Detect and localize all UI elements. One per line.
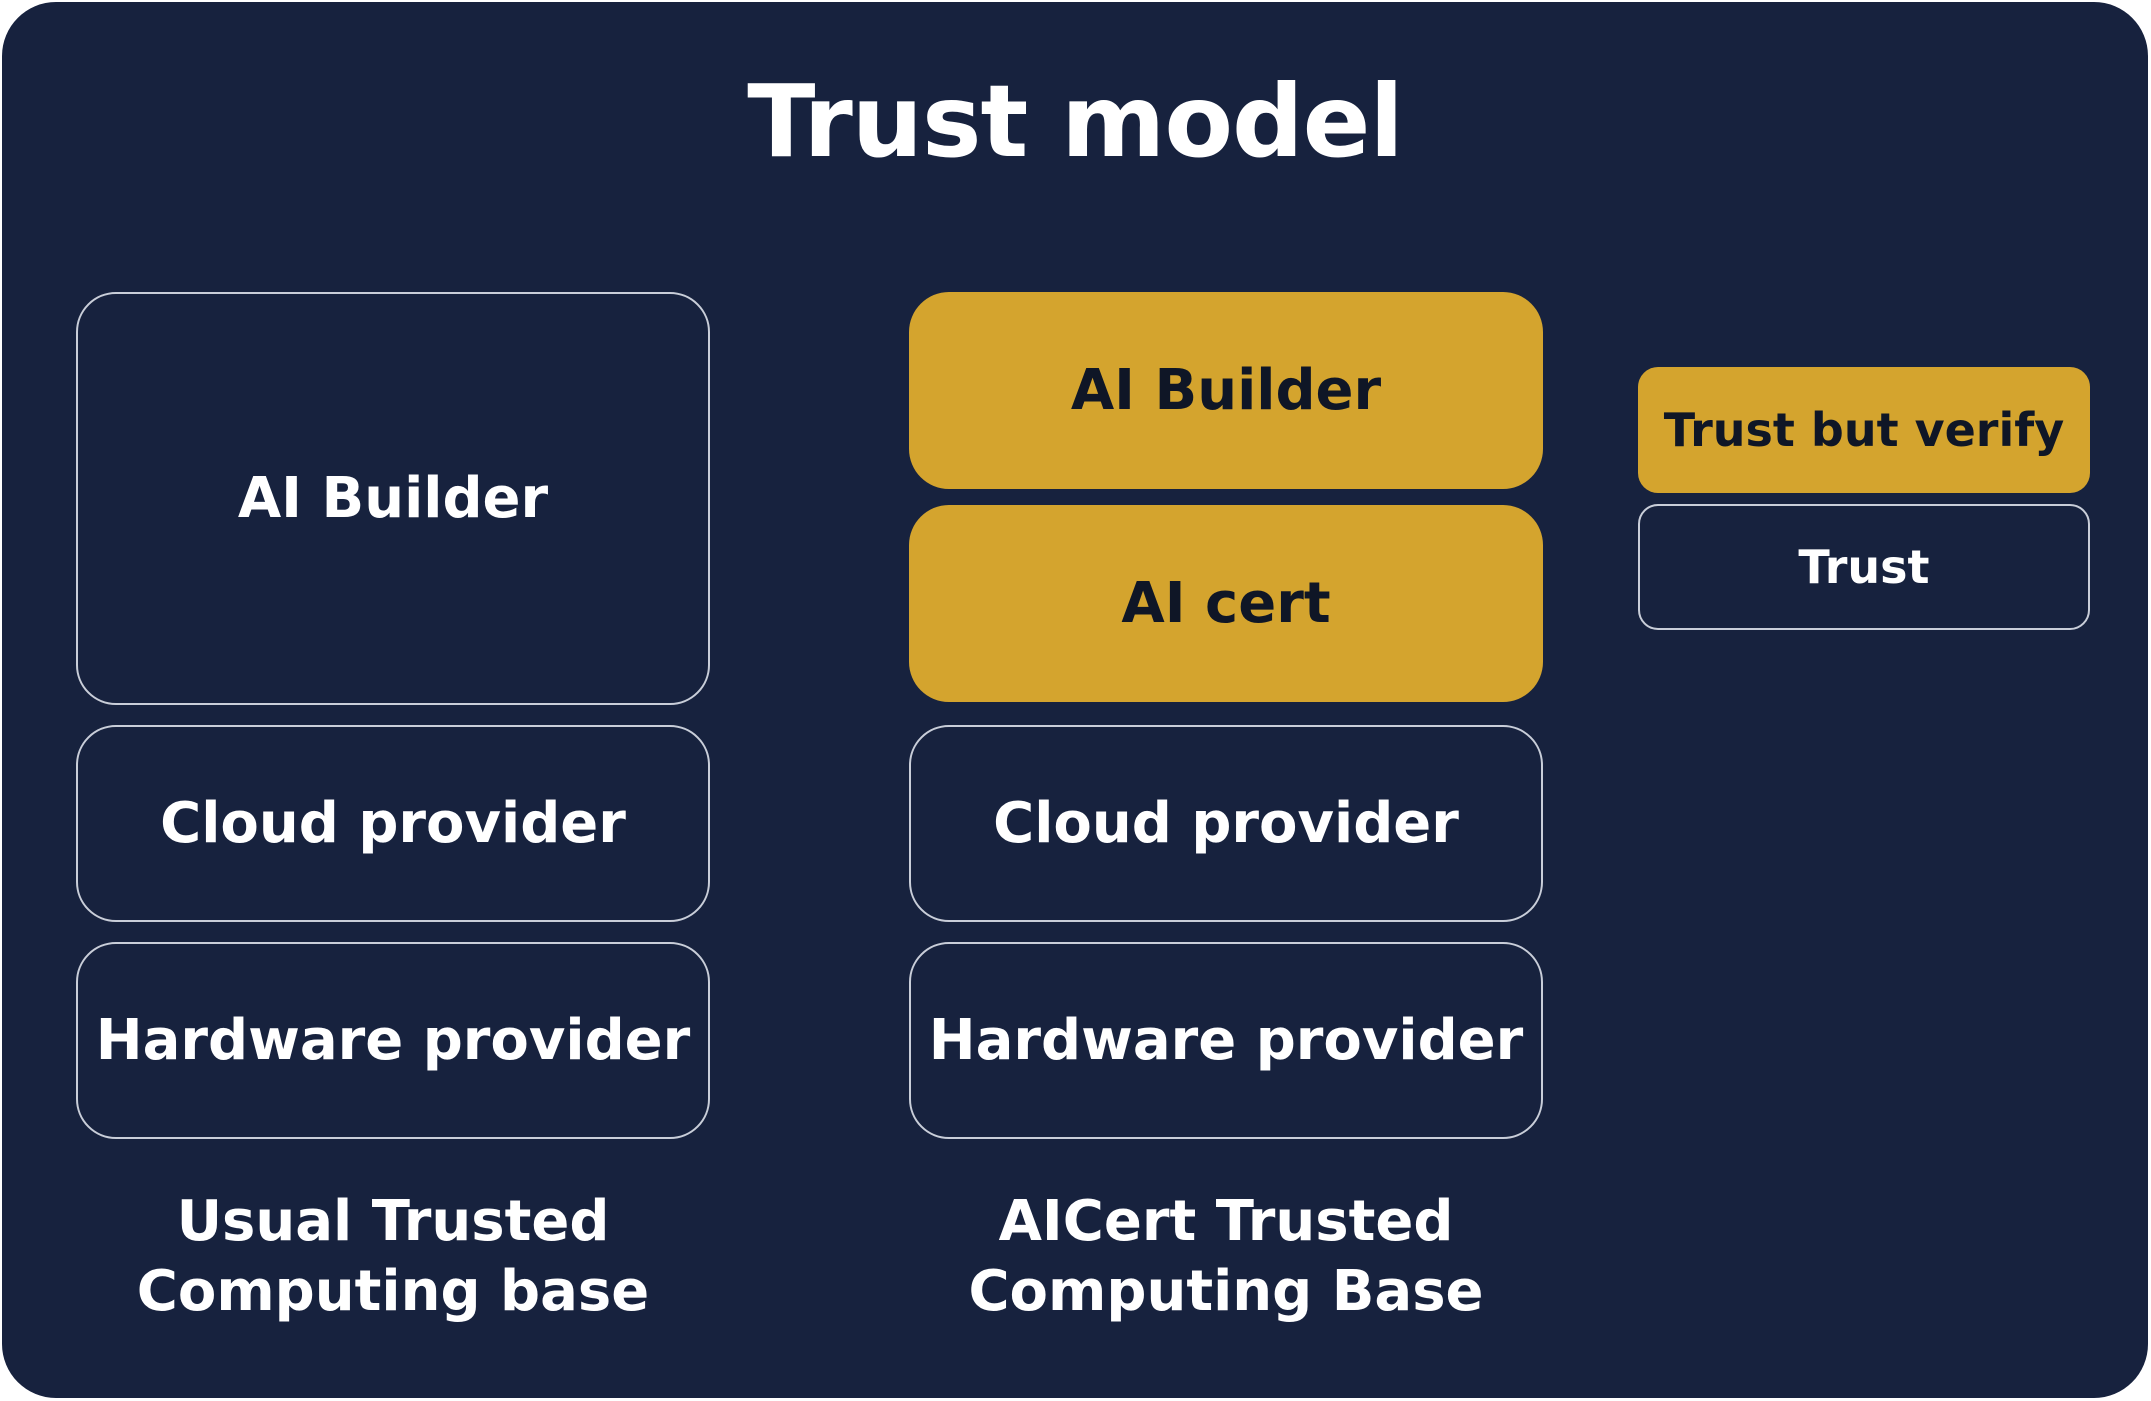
usual-hardware-provider-box: Hardware provider — [76, 942, 710, 1139]
aicert-tcb-caption-line-2: Computing Base — [968, 1259, 1484, 1324]
aicert-tcb-caption-line-1: AICert Trusted — [998, 1189, 1454, 1254]
aicert-hardware-provider-box: Hardware provider — [909, 942, 1543, 1139]
legend-trust: Trust — [1638, 504, 2090, 630]
aicert-ai-cert-box: AI cert — [909, 505, 1543, 702]
legend-trust-but-verify: Trust but verify — [1638, 367, 2090, 493]
aicert-tcb-caption: AICert Trusted Computing Base — [909, 1187, 1543, 1327]
aicert-cloud-provider-box: Cloud provider — [909, 725, 1543, 922]
aicert-ai-builder-box: AI Builder — [909, 292, 1543, 489]
usual-tcb-caption: Usual Trusted Computing base — [76, 1187, 710, 1327]
usual-tcb-caption-line-1: Usual Trusted — [176, 1189, 610, 1254]
usual-ai-builder-box: AI Builder — [76, 292, 710, 705]
page-title: Trust model — [747, 63, 1403, 180]
usual-cloud-provider-box: Cloud provider — [76, 725, 710, 922]
usual-tcb-caption-line-2: Computing base — [136, 1259, 650, 1324]
